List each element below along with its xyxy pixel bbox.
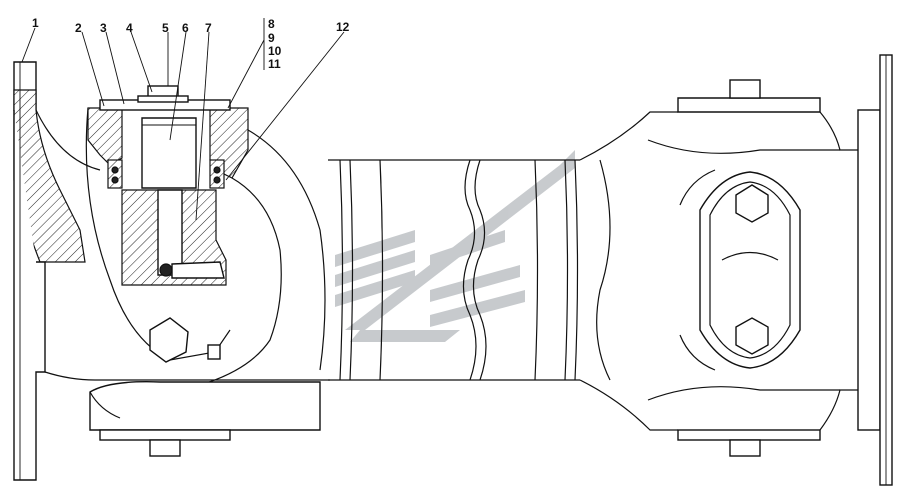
callout-11: 11 (268, 57, 281, 71)
callout-8: 8 (268, 17, 275, 31)
callout-5: 5 (162, 21, 169, 35)
shaft-tube (328, 159, 580, 381)
callout-9: 9 (268, 31, 275, 45)
right-flange (857, 54, 893, 486)
leader-lines (21, 18, 345, 221)
left-yoke-upper (44, 85, 330, 386)
watermark-logo (335, 150, 575, 342)
right-yoke (579, 79, 858, 457)
callout-10: 10 (268, 44, 282, 58)
left-yoke-lower (89, 381, 321, 457)
callout-2: 2 (75, 21, 82, 35)
callout-3: 3 (100, 21, 107, 35)
callout-12: 12 (336, 20, 350, 34)
callout-1: 1 (32, 16, 39, 30)
callout-4: 4 (126, 21, 133, 35)
left-flange (13, 61, 101, 481)
callout-6: 6 (182, 21, 189, 35)
callout-7: 7 (205, 21, 212, 35)
